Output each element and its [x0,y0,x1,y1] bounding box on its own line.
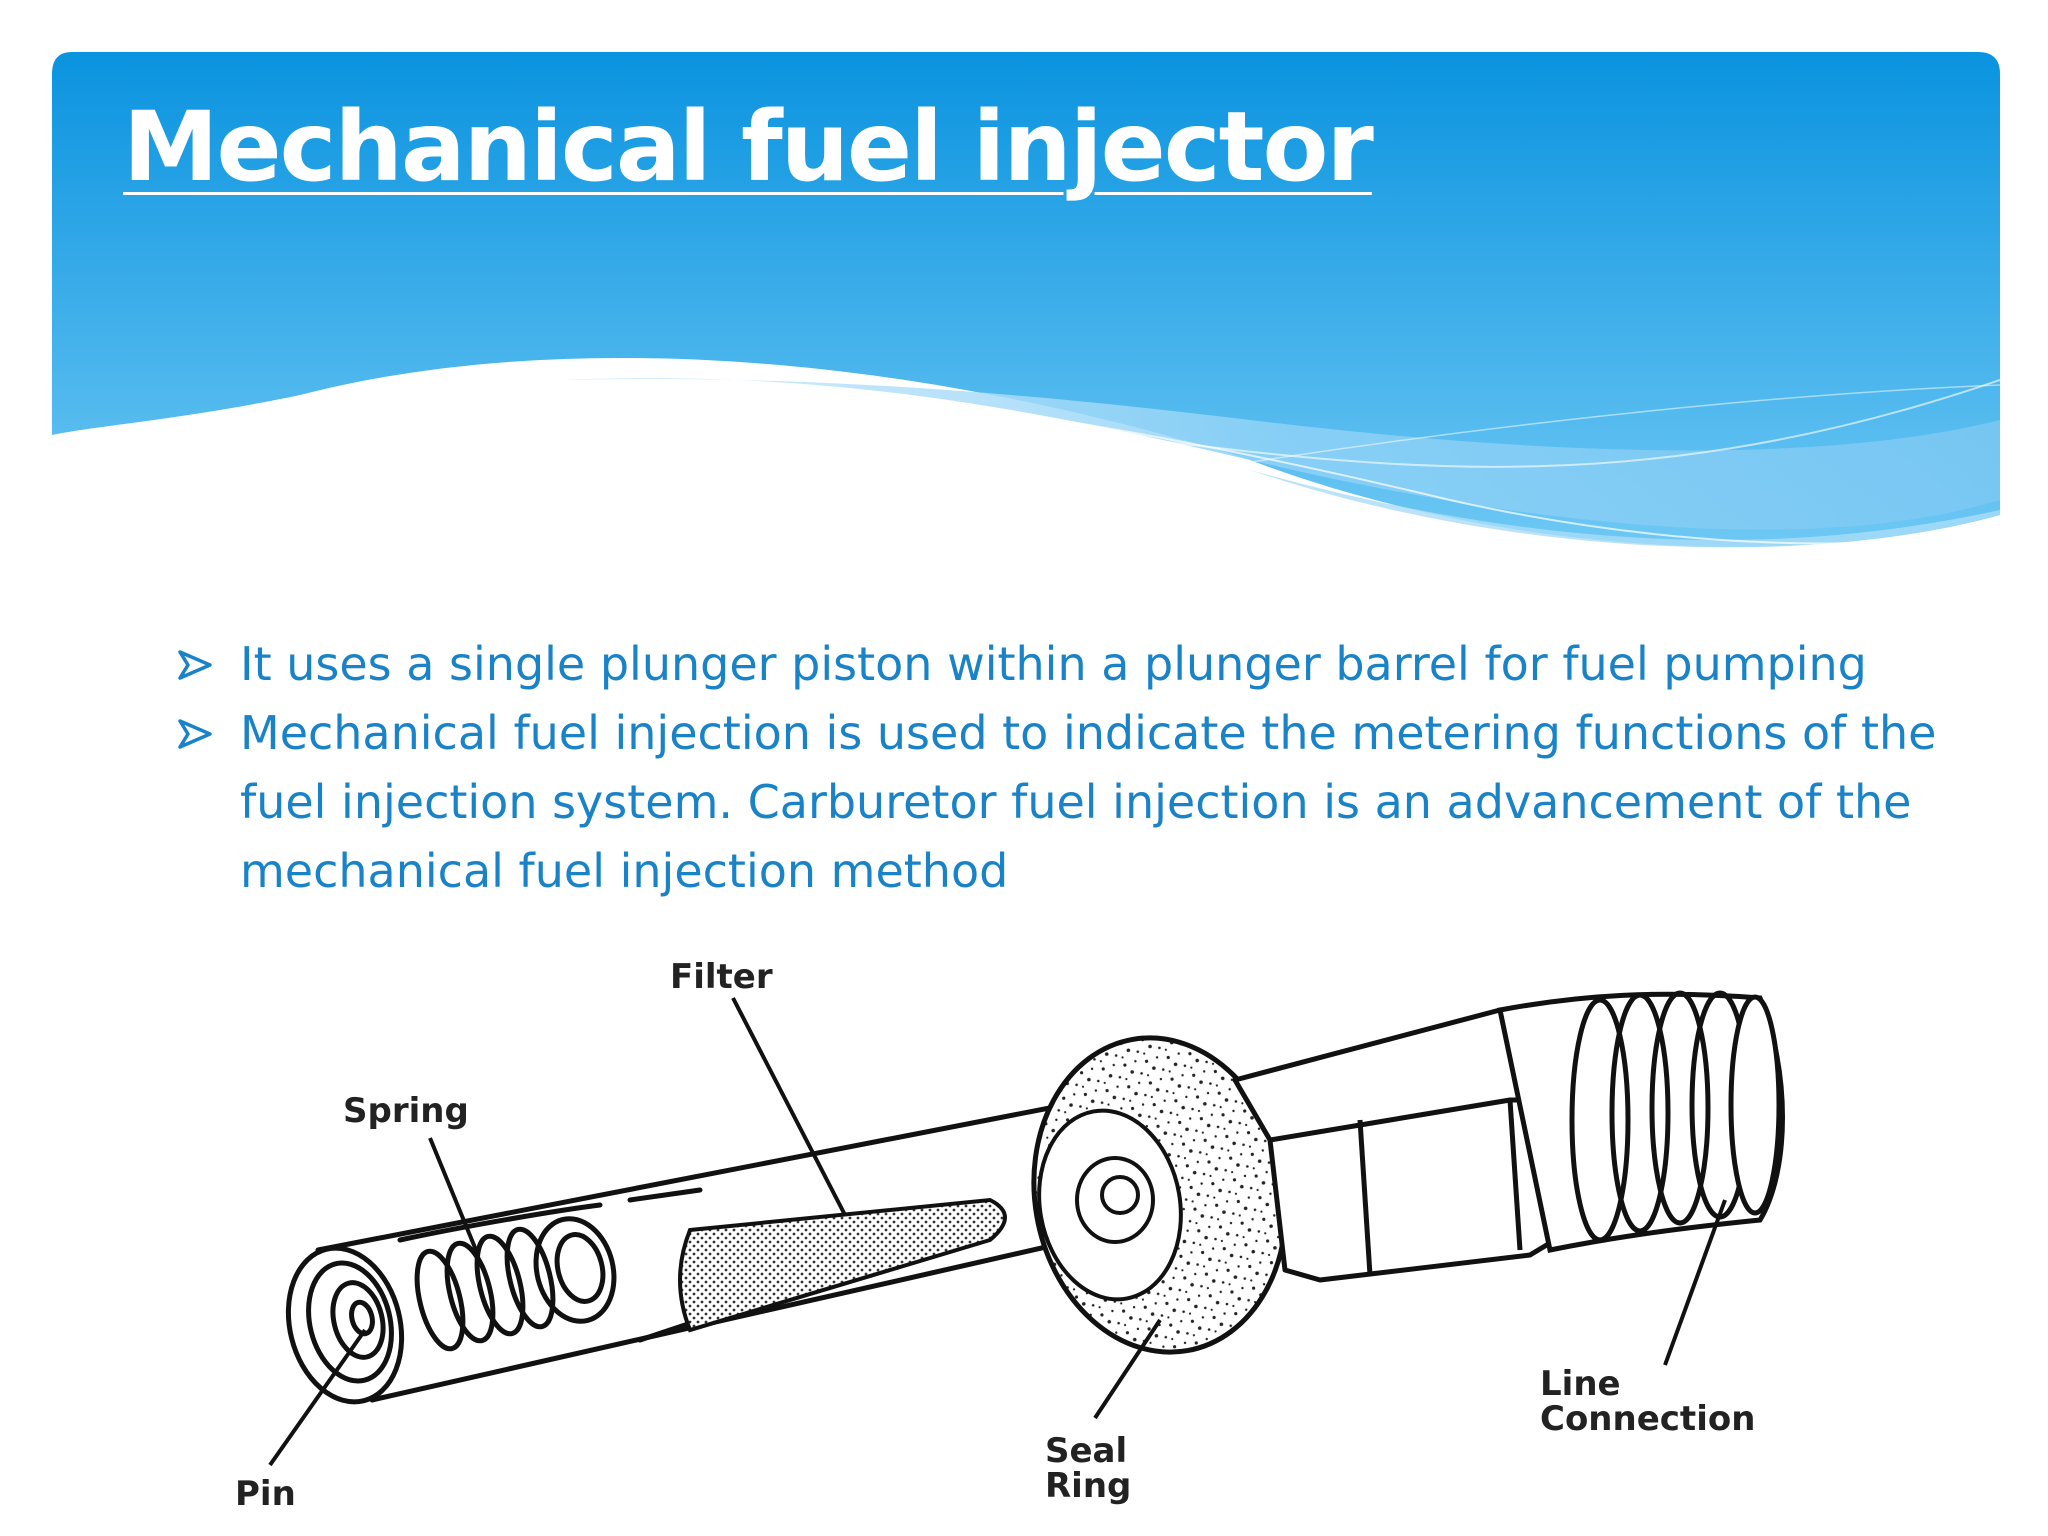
bullet-item: Mechanical fuel injection is used to ind… [178,699,1958,906]
label-filter: Filter [670,957,773,997]
slide-title: Mechanical fuel injector [123,91,1374,203]
bullet-list: It uses a single plunger piston within a… [178,630,1958,906]
bullet-item: It uses a single plunger piston within a… [178,630,1958,699]
label-spring: Spring [343,1091,469,1131]
arrowhead-bullet-icon [178,719,212,749]
label-line: Line [1540,1364,1621,1404]
label-connection: Connection [1540,1399,1755,1439]
bullet-text: Mechanical fuel injection is used to ind… [240,706,1937,898]
label-seal: Seal [1045,1431,1127,1471]
arrowhead-bullet-icon [178,650,212,680]
bullet-text: It uses a single plunger piston within a… [240,637,1867,691]
label-ring: Ring [1045,1466,1131,1506]
label-pin: Pin [235,1474,296,1514]
